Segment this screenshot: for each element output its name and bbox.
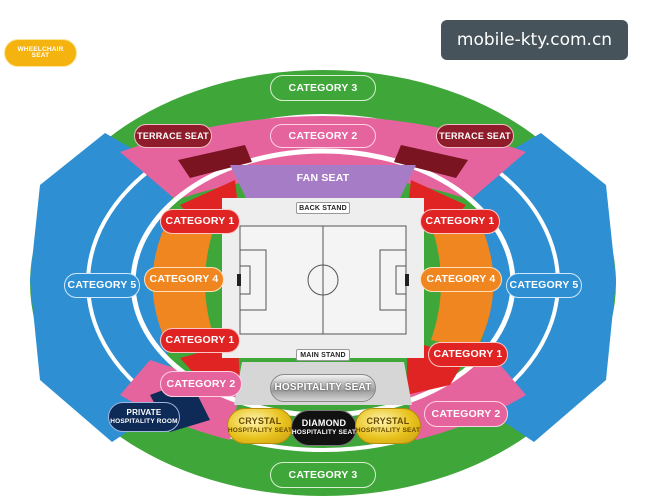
category-1-top-left-label[interactable]: CATEGORY 1 — [160, 209, 240, 234]
diamond-title: DIAMOND — [301, 418, 347, 429]
category-5-right-label[interactable]: CATEGORY 5 — [506, 273, 582, 298]
category-2-top-section — [120, 116, 526, 200]
category-2-top-label[interactable]: CATEGORY 2 — [270, 124, 376, 148]
main-stand-label: MAIN STAND — [296, 349, 350, 361]
terrace-left-wedge — [178, 145, 252, 178]
category-1-bottom-right-label[interactable]: CATEGORY 1 — [428, 342, 508, 367]
diamond-subtitle: HOSPITALITY SEAT — [291, 429, 357, 437]
terrace-right-wedge — [394, 145, 468, 178]
back-stand-label: BACK STAND — [296, 202, 350, 214]
private-hospitality-room-label[interactable]: PRIVATE HOSPITALITY ROOM — [108, 402, 180, 432]
crystal-left-title: CRYSTAL — [238, 416, 282, 427]
crystal-hospitality-right[interactable]: CRYSTAL HOSPITALITY SEAT — [355, 408, 421, 444]
category-2-bottom-right-label[interactable]: CATEGORY 2 — [424, 401, 508, 427]
category-3-bottom-label[interactable]: CATEGORY 3 — [270, 462, 376, 488]
category-3-top-label[interactable]: CATEGORY 3 — [270, 75, 376, 101]
category-1-top-right-label[interactable]: CATEGORY 1 — [420, 209, 500, 234]
private-label-line1: PRIVATE — [126, 407, 162, 417]
category-1-bottom-left-label[interactable]: CATEGORY 1 — [160, 328, 240, 353]
hospitality-seat-label[interactable]: HOSPITALITY SEAT — [270, 374, 376, 402]
category-4-right-label[interactable]: CATEGORY 4 — [420, 267, 502, 292]
private-label-line2: HOSPITALITY ROOM — [110, 417, 178, 425]
fan-seat-label[interactable]: FAN SEAT — [272, 166, 374, 190]
diamond-hospitality[interactable]: DIAMOND HOSPITALITY SEAT — [291, 410, 357, 446]
watermark-badge: mobile-kty.com.cn — [441, 20, 628, 60]
right-goal — [405, 274, 409, 286]
crystal-right-subtitle: HOSPITALITY SEAT — [355, 427, 421, 435]
terrace-seat-left-label[interactable]: TERRACE SEAT — [134, 124, 212, 148]
center-circle — [307, 264, 339, 296]
wheelchair-seat-legend: WHEELCHAIR SEAT — [4, 39, 77, 67]
crystal-right-title: CRYSTAL — [366, 416, 410, 427]
category-2-bottom-left-label[interactable]: CATEGORY 2 — [160, 371, 242, 397]
wheelchair-label-line1: WHEELCHAIR — [17, 45, 64, 53]
wheelchair-label-line2: SEAT — [31, 52, 50, 59]
terrace-seat-right-label[interactable]: TERRACE SEAT — [436, 124, 514, 148]
crystal-hospitality-left[interactable]: CRYSTAL HOSPITALITY SEAT — [227, 408, 293, 444]
left-goal — [237, 274, 241, 286]
crystal-left-subtitle: HOSPITALITY SEAT — [227, 427, 293, 435]
category-4-left-label[interactable]: CATEGORY 4 — [144, 267, 224, 292]
category-5-left-label[interactable]: CATEGORY 5 — [64, 273, 140, 298]
